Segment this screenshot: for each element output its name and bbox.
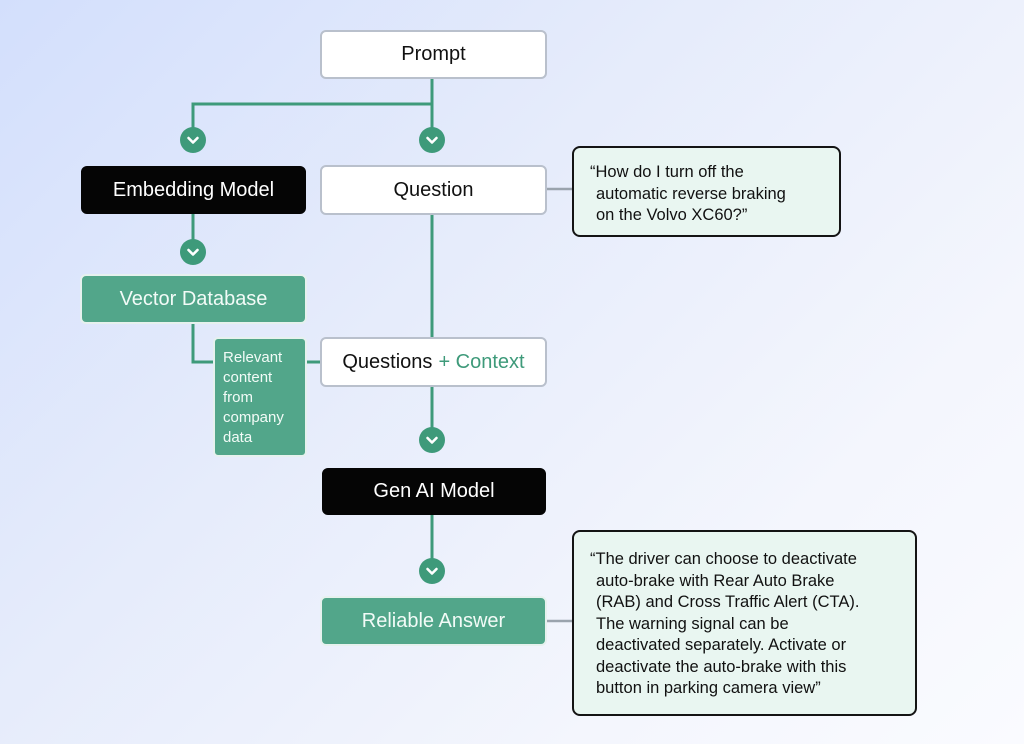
callout-line: automatic reverse braking	[596, 184, 786, 203]
connector-prompt-split	[191, 78, 434, 128]
callout-line: button in parking camera view”	[596, 679, 821, 697]
questions-context-node: Questions + Context	[320, 337, 547, 387]
callout-line: on the Volvo XC60?”	[596, 206, 748, 224]
gen-ai-model-node: Gen AI Model	[322, 468, 546, 515]
question-node: Question	[320, 165, 547, 215]
vector-database-node: Vector Database	[80, 274, 307, 324]
relevant-content-line: data	[223, 429, 253, 446]
callout-line: deactivate the auto-brake with this	[596, 657, 847, 676]
relevant-content-line: content	[223, 369, 273, 386]
relevant-content-line: company	[223, 409, 284, 426]
connector-vector-relevant	[191, 323, 215, 364]
embedding-model-node: Embedding Model	[81, 166, 306, 214]
callout-line: “How do I turn off the	[590, 163, 744, 181]
chevron-down-icon	[180, 127, 206, 153]
chevron-down-icon	[419, 127, 445, 153]
callout-line: auto-brake with Rear Auto Brake	[596, 571, 835, 590]
callout-line: The warning signal can be	[596, 614, 789, 633]
context-label: + Context	[438, 350, 525, 373]
callout-line: (RAB) and Cross Traffic Alert (CTA).	[596, 593, 860, 611]
callout-line: deactivated separately. Activate or	[596, 636, 847, 654]
questions-label: Questions	[342, 350, 433, 373]
chevron-down-icon	[419, 427, 445, 453]
chevron-down-icon	[180, 239, 206, 265]
relevant-content-note: Relevant content from company data	[213, 337, 307, 457]
relevant-content-line: Relevant	[223, 349, 283, 366]
relevant-content-line: from	[223, 389, 253, 406]
chevron-down-icon	[419, 558, 445, 584]
callout-line: “The driver can choose to deactivate	[590, 550, 857, 568]
answer-example-callout: “The driver can choose to deactivate aut…	[572, 530, 917, 716]
prompt-node: Prompt	[320, 30, 547, 79]
reliable-answer-node: Reliable Answer	[320, 596, 547, 646]
question-example-callout: “How do I turn off the automatic reverse…	[572, 146, 841, 237]
